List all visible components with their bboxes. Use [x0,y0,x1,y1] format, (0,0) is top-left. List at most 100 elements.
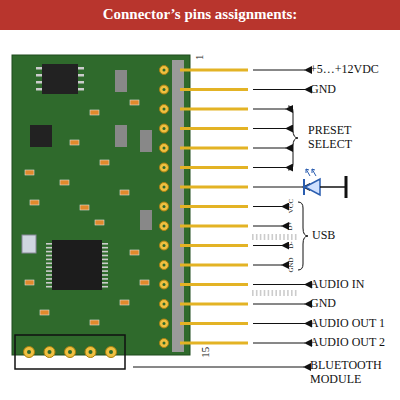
pad-hole [163,88,166,91]
bluetooth-pad [24,347,35,358]
solder-pad [160,66,169,75]
ic-lead [260,290,262,296]
ic-lead [46,274,52,276]
pad-hole [163,283,166,286]
group-label: USB [312,229,335,243]
header-pin [180,108,248,111]
ic-lead [264,234,266,240]
ic-lead [102,263,108,265]
ic-lead [36,88,42,91]
ic-lead [46,251,52,253]
header-pin [180,283,248,286]
bluetooth-pad [44,347,55,358]
ic-lead [46,247,52,249]
solder-pad [160,85,169,94]
bluetooth-pad [65,347,76,358]
ic-lead [275,234,277,240]
bluetooth-pad [106,347,117,358]
smd-resistor [130,250,139,255]
pad-hole [27,350,31,354]
pin-label: GND [310,297,336,311]
pad-hole [163,108,166,111]
ic-lead [252,290,254,296]
ic-lead [102,259,108,261]
pin-label: GND [310,83,336,97]
ic-lead [295,234,297,240]
group-label: PRESET SELECT [308,124,370,152]
pad-hole [163,205,166,208]
mcu-chip [52,240,102,290]
header-pin [180,322,248,325]
solder-pad [160,222,169,231]
pad-hole [163,303,166,306]
ic-lead [78,74,84,77]
ic-lead [279,290,281,296]
pin-label: AUDIO OUT 1 [310,317,385,331]
solder-pad [160,339,169,348]
bluetooth-pad [85,347,96,358]
smd-resistor [80,205,89,210]
bluetooth-outline [15,335,125,369]
header-pin [180,186,248,189]
ic-lead [287,234,289,240]
pin-number: 1 [194,54,207,60]
signal-name: D- [287,242,295,249]
ic-lead [102,266,108,268]
crystal [22,235,36,253]
ic-lead [272,234,274,240]
capacitor [115,125,127,147]
smd-resistor [100,160,109,165]
ic-lead [36,67,42,70]
header-pin [180,69,248,72]
smd-resistor [90,320,99,325]
module-label: BLUETOOTH MODULE [310,359,396,387]
ic-lead [102,255,108,257]
smd-resistor [140,280,149,285]
smd-resistor [60,180,69,185]
ic-lead [46,278,52,280]
capacitor [140,210,152,230]
header-pin [180,225,248,228]
pad-hole [163,225,166,228]
header-title: Connector’s pins assignments: [0,6,400,23]
ic-lead [78,88,84,91]
ic-lead [36,74,42,77]
solder-pad [160,183,169,192]
solder-pad [160,300,169,309]
components [15,60,297,369]
pad-hole [68,350,72,354]
pad-hole [163,127,166,130]
solder-pad [160,261,169,270]
pad-hole [48,350,52,354]
eeprom-chip [42,64,78,94]
solder-pad [160,241,169,250]
pad-hole [163,264,166,267]
smd-resistor [120,300,129,305]
smd-resistor [95,220,104,225]
ic-lead [268,290,270,296]
header-pin [180,264,248,267]
ic-lead [46,282,52,284]
signal-name: VCC [287,199,295,213]
ic-lead [291,290,293,296]
smd-resistor [130,100,139,105]
header-pin [180,205,248,208]
ic-lead [102,286,108,288]
ic-lead [102,270,108,272]
smd-resistor [70,140,79,145]
signal-name: D+ [287,221,295,230]
solder-pad [160,124,169,133]
solder-pad [160,319,169,328]
pad-hole [163,186,166,189]
ic-lead [102,243,108,245]
smd-resistor [120,190,129,195]
ic-lead [102,247,108,249]
ic-lead [283,290,285,296]
ic-lead [275,290,277,296]
ic-lead [260,234,262,240]
ic-lead [78,67,84,70]
header-pin [180,303,248,306]
ic-lead [268,234,270,240]
ic-lead [272,290,274,296]
